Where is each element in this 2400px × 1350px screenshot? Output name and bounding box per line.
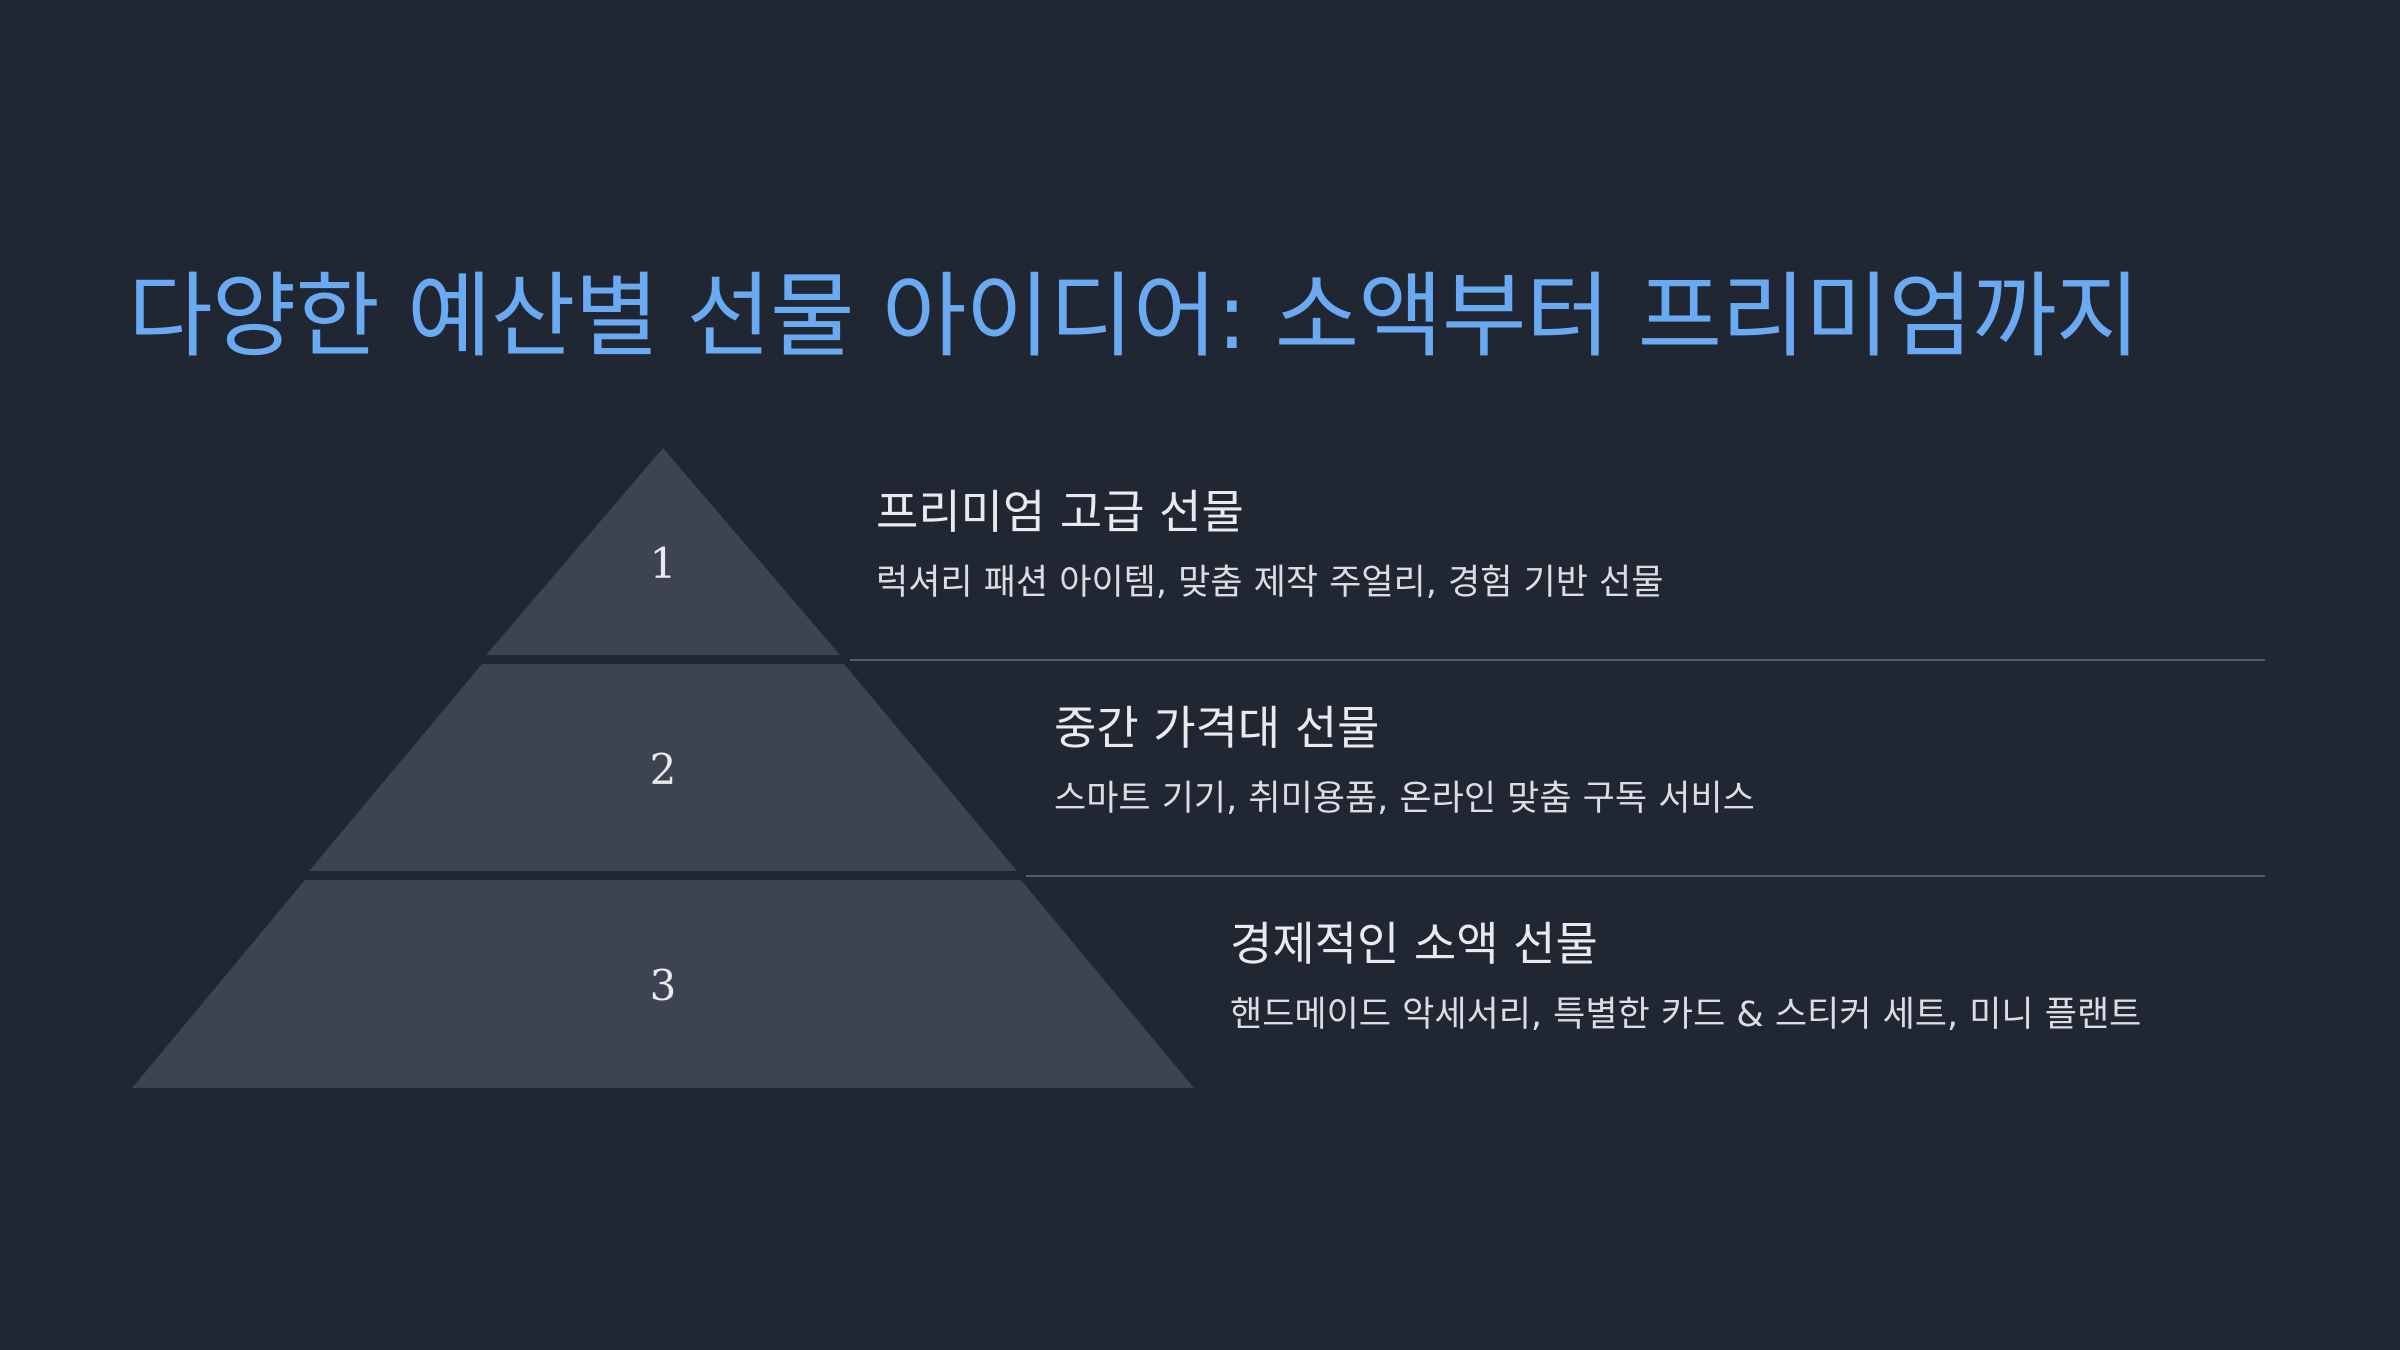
tier-3-number: 3	[650, 961, 677, 1010]
tier-1-number: 1	[650, 539, 677, 588]
page-title: 다양한 예산별 선물 아이디어: 소액부터 프리미엄까지	[128, 263, 2140, 370]
tier-2-number: 2	[650, 745, 677, 794]
tier-1-description: 럭셔리 패션 아이템, 맞춤 제작 주얼리, 경험 기반 선물	[876, 563, 1664, 603]
pyramid-segment-2	[309, 664, 1017, 871]
tier-3-description: 핸드메이드 악세서리, 특별한 카드 & 스티커 세트, 미니 플랜트	[1230, 995, 2142, 1035]
tier-3-title: 경제적인 소액 선물	[1230, 917, 1598, 971]
tier-1-title: 프리미엄 고급 선물	[876, 485, 1244, 539]
tier-2-description: 스마트 기기, 취미용품, 온라인 맞춤 구독 서비스	[1054, 779, 1755, 819]
tier-2-block: 중간 가격대 선물 스마트 기기, 취미용품, 온라인 맞춤 구독 서비스	[1054, 698, 1755, 822]
tier-3-block: 경제적인 소액 선물 핸드메이드 악세서리, 특별한 카드 & 스티커 세트, …	[1230, 914, 2141, 1038]
pyramid-segment-1	[486, 448, 840, 655]
tier-2-title: 중간 가격대 선물	[1054, 701, 1380, 755]
tier-1-block: 프리미엄 고급 선물 럭셔리 패션 아이템, 맞춤 제작 주얼리, 경험 기반 …	[876, 482, 1663, 606]
pyramid-segment-3	[132, 880, 1194, 1088]
